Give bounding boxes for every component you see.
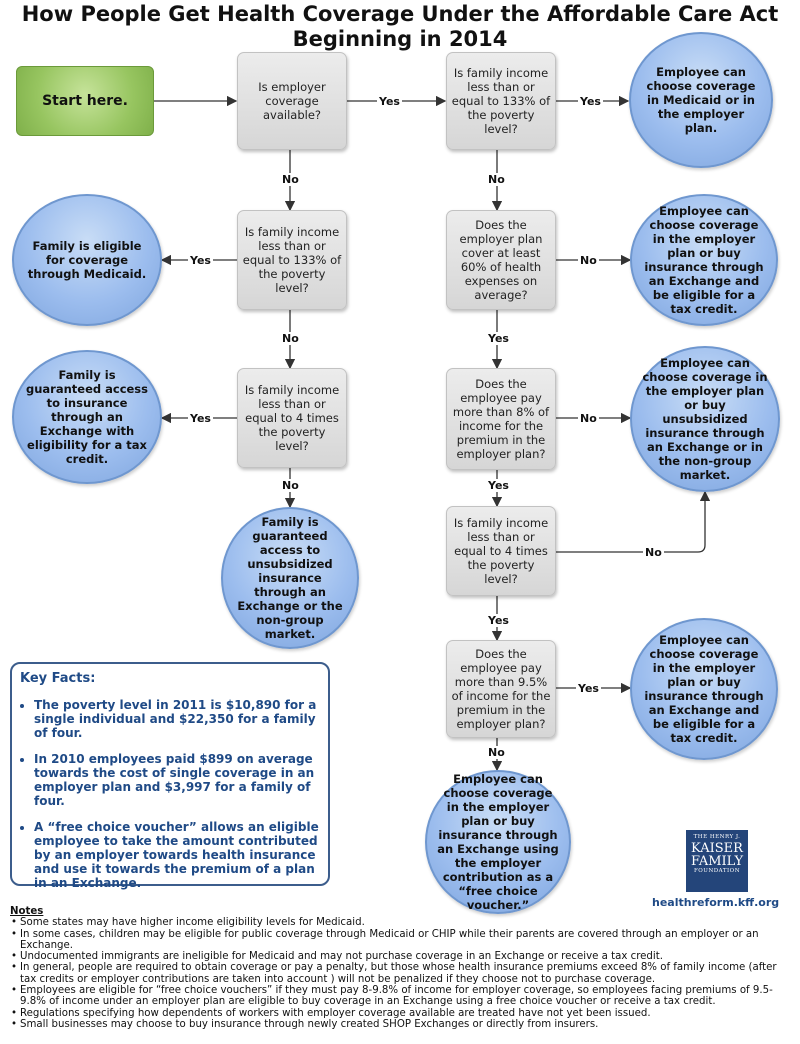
outcome-employer-or-unsubsidized: Employee can choose coverage in the empl… — [630, 346, 780, 492]
label-yes-d1: Yes — [377, 95, 402, 108]
label-yes-d2: Yes — [578, 95, 603, 108]
outcome-family-medicaid: Family is eligible for coverage through … — [12, 194, 162, 326]
kaiser-family-foundation-logo: THE HENRY J. KAISER FAMILY FOUNDATION — [686, 830, 748, 892]
logo-line-4: FOUNDATION — [693, 868, 741, 874]
key-facts-box: Key Facts: The poverty level in 2011 is … — [10, 662, 330, 890]
label-yes-d4: Yes — [188, 412, 213, 425]
label-yes-d5: Yes — [486, 332, 511, 345]
label-no-d3: No — [280, 332, 301, 345]
outcome-family-unsubsidized: Family is guaranteed access to unsubsidi… — [221, 507, 359, 649]
decision-employee-pays-9-5: Does the employee pay more than 9.5% of … — [446, 640, 556, 738]
label-no-d7: No — [643, 546, 664, 559]
arrow-d7-to-o5 — [548, 490, 711, 553]
outcome-family-exchange-tax-credit: Family is guaranteed access to insurance… — [12, 350, 162, 484]
label-no-d8: No — [486, 746, 507, 759]
key-facts-list: The poverty level in 2011 is $10,890 for… — [20, 698, 320, 890]
label-yes-d3: Yes — [188, 254, 213, 267]
page-title: How People Get Health Coverage Under the… — [0, 2, 800, 52]
label-yes-d6: Yes — [486, 479, 511, 492]
key-facts-heading: Key Facts: — [20, 671, 96, 686]
decision-income-133-no-employer: Is family income less than or equal to 1… — [237, 210, 347, 310]
label-yes-d8: Yes — [576, 682, 601, 695]
notes-section: Notes Some states may have higher income… — [10, 906, 790, 1031]
note-item: Regulations specifying how dependents of… — [11, 1008, 790, 1020]
label-no-d4: No — [280, 479, 301, 492]
label-yes-d7: Yes — [486, 614, 511, 627]
outcome-employer-or-exchange-tax-credit: Employee can choose coverage in the empl… — [630, 194, 778, 326]
note-item: Some states may have higher income eligi… — [11, 917, 790, 929]
decision-employee-pays-8: Does the employee pay more than 8% of in… — [446, 368, 556, 470]
note-item: In general, people are required to obtai… — [11, 962, 790, 985]
key-fact-item: The poverty level in 2011 is $10,890 for… — [34, 698, 320, 740]
logo-line-3: FAMILY — [690, 854, 744, 869]
note-item: Employees are eligible for “free choice … — [11, 985, 790, 1008]
key-fact-item: In 2010 employees paid $899 on average t… — [34, 752, 320, 808]
start-node: Start here. — [16, 66, 154, 136]
key-fact-item: A “free choice voucher” allows an eligib… — [34, 820, 320, 890]
note-item: Small businesses may choose to buy insur… — [11, 1019, 790, 1031]
decision-income-133-employer: Is family income less than or equal to 1… — [446, 52, 556, 150]
label-no-d2: No — [486, 173, 507, 186]
logo-line-2: KAISER — [691, 841, 743, 856]
notes-heading: Notes — [10, 906, 44, 917]
decision-employer-coverage: Is employer coverage available? — [237, 52, 347, 150]
website-link[interactable]: healthreform.kff.org — [652, 896, 780, 909]
title-line-1: How People Get Health Coverage Under the… — [21, 2, 779, 26]
decision-income-4x-no-employer: Is family income less than or equal to 4… — [237, 368, 347, 468]
notes-list: Some states may have higher income eligi… — [10, 917, 790, 1030]
title-line-2: Beginning in 2014 — [292, 27, 508, 51]
note-item: In some cases, children may be eligible … — [11, 929, 790, 952]
note-item: Undocumented immigrants are ineligible f… — [11, 951, 790, 963]
outcome-free-choice-voucher: Employee can choose coverage in the empl… — [425, 770, 571, 914]
outcome-medicaid-or-employer: Employee can choose coverage in Medicaid… — [629, 32, 773, 168]
decision-income-4x-employer: Is family income less than or equal to 4… — [446, 506, 556, 596]
label-no-d1: No — [280, 173, 301, 186]
logo-line-1: THE HENRY J. — [693, 834, 741, 840]
decision-employer-plan-60: Does the employer plan cover at least 60… — [446, 210, 556, 310]
label-no-d6: No — [578, 412, 599, 425]
label-no-d5: No — [578, 254, 599, 267]
outcome-employer-or-exchange-tax-credit-2: Employee can choose coverage in the empl… — [630, 618, 778, 760]
